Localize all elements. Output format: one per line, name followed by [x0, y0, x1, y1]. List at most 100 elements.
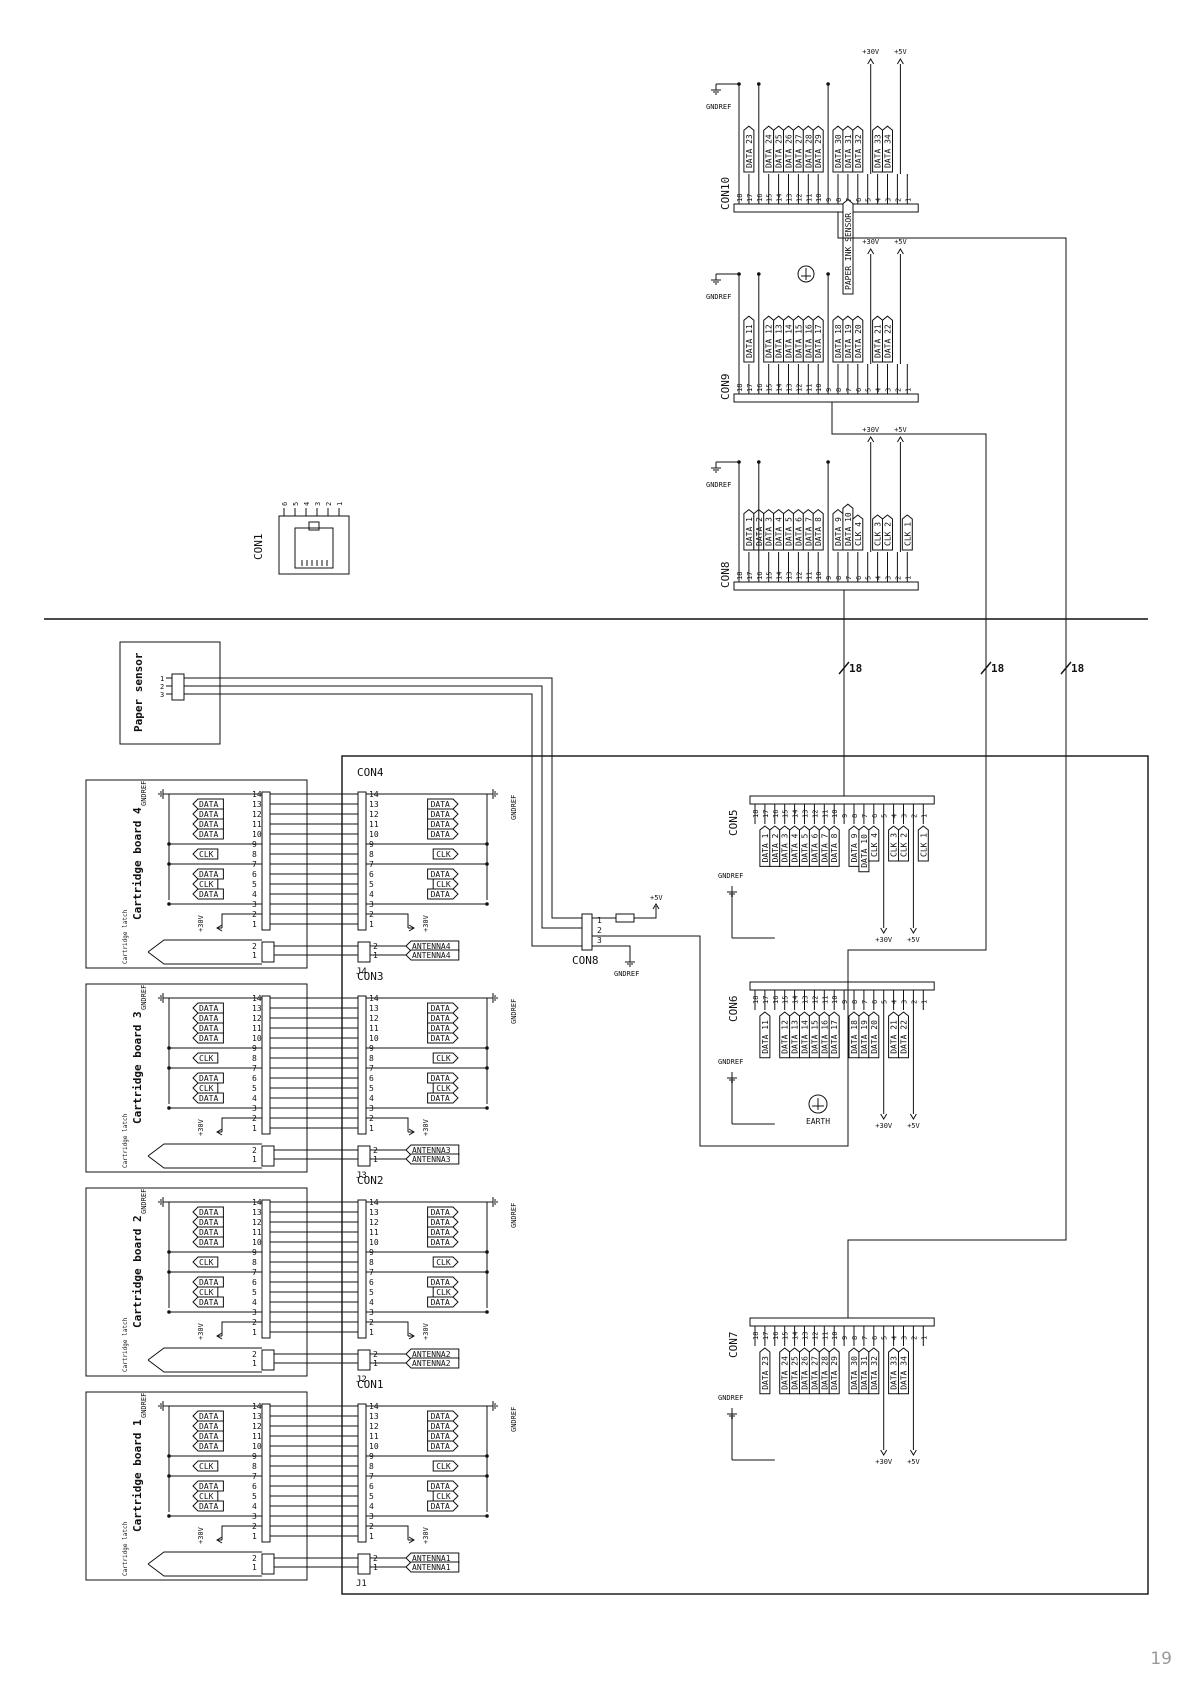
- pin-number: 12: [795, 384, 803, 392]
- pin-number: 17: [746, 194, 754, 202]
- main-tag-data: DATA: [431, 1298, 450, 1307]
- sensor-wire: [184, 677, 582, 919]
- pin-number: 1: [369, 920, 374, 929]
- junction-dot: [167, 1474, 171, 1478]
- main-tag-clk: CLK: [436, 1492, 451, 1501]
- board-tag-data: DATA: [199, 810, 218, 819]
- pin-number: 5: [881, 1336, 889, 1340]
- main-tag-clk: CLK: [436, 1288, 451, 1297]
- junction-dot: [826, 82, 830, 86]
- main-signal-data-18-tag: [848, 1011, 860, 1059]
- main-signal-data-16: DATA_16: [820, 1020, 829, 1054]
- pin-number: 16: [772, 810, 780, 818]
- pin-number: 8: [252, 1258, 257, 1267]
- main-signal-data-10: DATA_10: [860, 834, 869, 868]
- pin-number: 7: [861, 1000, 869, 1004]
- pin-number: 8: [835, 576, 843, 580]
- main-tag-clk: CLK: [436, 1084, 451, 1093]
- power-label: +30V: [197, 1526, 205, 1544]
- resistor: [615, 913, 635, 923]
- pin-number: 18: [752, 1332, 760, 1340]
- pin-number: 9: [841, 1000, 849, 1004]
- pin-number: 8: [369, 1258, 374, 1267]
- pin-number: 12: [795, 194, 803, 202]
- pin-number: 16: [756, 384, 764, 392]
- pin-number: 8: [369, 1462, 374, 1471]
- ground-label: GNDREF: [140, 1189, 148, 1214]
- main-tag-data-tag: [427, 1226, 459, 1238]
- pin-number: 3: [160, 691, 164, 699]
- signal-clk-4-tag: [852, 514, 864, 551]
- connector-name: CON1: [357, 1378, 384, 1391]
- junction-dot: [485, 1270, 489, 1274]
- signal-data-22: DATA_22: [884, 324, 893, 358]
- main-signal-data-27-tag: [808, 1347, 820, 1395]
- pin-number: 5: [252, 1084, 257, 1093]
- board-header: [261, 995, 271, 1135]
- pin-number: 4: [252, 890, 257, 899]
- board-tag-data-tag: [192, 1012, 224, 1024]
- pin-number: 9: [841, 814, 849, 818]
- power-arrow: [867, 248, 875, 255]
- pin-number: 15: [782, 1332, 790, 1340]
- pin-number: 11: [821, 810, 829, 818]
- signal-data-16-tag: [802, 315, 814, 363]
- main-tag-data-tag: [427, 1276, 459, 1288]
- pin-number: 4: [875, 576, 883, 580]
- sensor-wire: [184, 693, 582, 947]
- main-signal-data-31: DATA_31: [860, 1356, 869, 1390]
- sensor-box: [119, 641, 221, 745]
- main-tag-data-tag: [427, 1216, 459, 1228]
- pin-number: 12: [369, 1218, 379, 1227]
- main-signal-data-32-tag: [868, 1347, 880, 1395]
- main-tag-data: DATA: [431, 1442, 450, 1451]
- power-label: +30V: [862, 238, 880, 246]
- junction-dot: [485, 1046, 489, 1050]
- signal-data-34: DATA_34: [884, 134, 893, 168]
- signal-data-26: DATA_26: [785, 134, 794, 168]
- latch-label: Cartridge latch: [122, 909, 129, 964]
- board-tag-clk: CLK: [199, 880, 214, 889]
- pin-number: 8: [369, 850, 374, 859]
- main-signal-clk-3-tag: [888, 825, 900, 862]
- ground-label: GNDREF: [706, 103, 731, 111]
- signal-data-14-tag: [783, 315, 794, 363]
- main-tag-data: DATA: [431, 810, 450, 819]
- main-signal-data-11-tag: [759, 1011, 771, 1059]
- pin-number: 2: [910, 814, 918, 818]
- pin-number: 6: [252, 1278, 257, 1287]
- main-signal-data-13-tag: [789, 1011, 801, 1059]
- rj-tab: [308, 521, 320, 531]
- bus-slash: [1060, 661, 1072, 675]
- main-signal-data-19-tag: [858, 1011, 870, 1059]
- pin-number: 13: [786, 384, 794, 392]
- main-tag-data-tag: [427, 1002, 459, 1014]
- main-signal-clk-1-tag: [917, 825, 929, 862]
- main-signal-data-22-tag: [898, 1011, 909, 1059]
- pin-number: 15: [782, 810, 790, 818]
- main-signal-data-14-tag: [799, 1011, 810, 1059]
- junction-dot: [167, 1066, 171, 1070]
- main-tag-data: DATA: [431, 1004, 450, 1013]
- bus-width-label: 18: [1071, 662, 1084, 675]
- connector-name: CON3: [357, 970, 384, 983]
- board-tag-data: DATA: [199, 1004, 218, 1013]
- signal-data-29: DATA_29: [814, 134, 823, 168]
- main-signal-data-3-tag: [779, 825, 791, 867]
- power-arrow: [880, 927, 888, 934]
- main-tag-clk-tag: [432, 878, 459, 890]
- latch-header: [261, 941, 275, 963]
- connector-name: CON9: [719, 374, 732, 401]
- main-header: [357, 1199, 367, 1339]
- pin-number: 10: [252, 1442, 262, 1451]
- pin-number: 4: [875, 198, 883, 202]
- top-connectors: 181716151413121110987654321CON10GNDREF+3…: [706, 48, 919, 591]
- signal-data-23-tag: [743, 125, 755, 173]
- board-tag-data: DATA: [199, 1094, 218, 1103]
- board-tag-data: DATA: [199, 890, 218, 899]
- pin-number: 5: [252, 1492, 257, 1501]
- pin-number: 5: [881, 814, 889, 818]
- main-tag-data-tag: [427, 1032, 459, 1044]
- power-label: +5V: [894, 238, 907, 246]
- signal-data-20: DATA_20: [854, 324, 863, 358]
